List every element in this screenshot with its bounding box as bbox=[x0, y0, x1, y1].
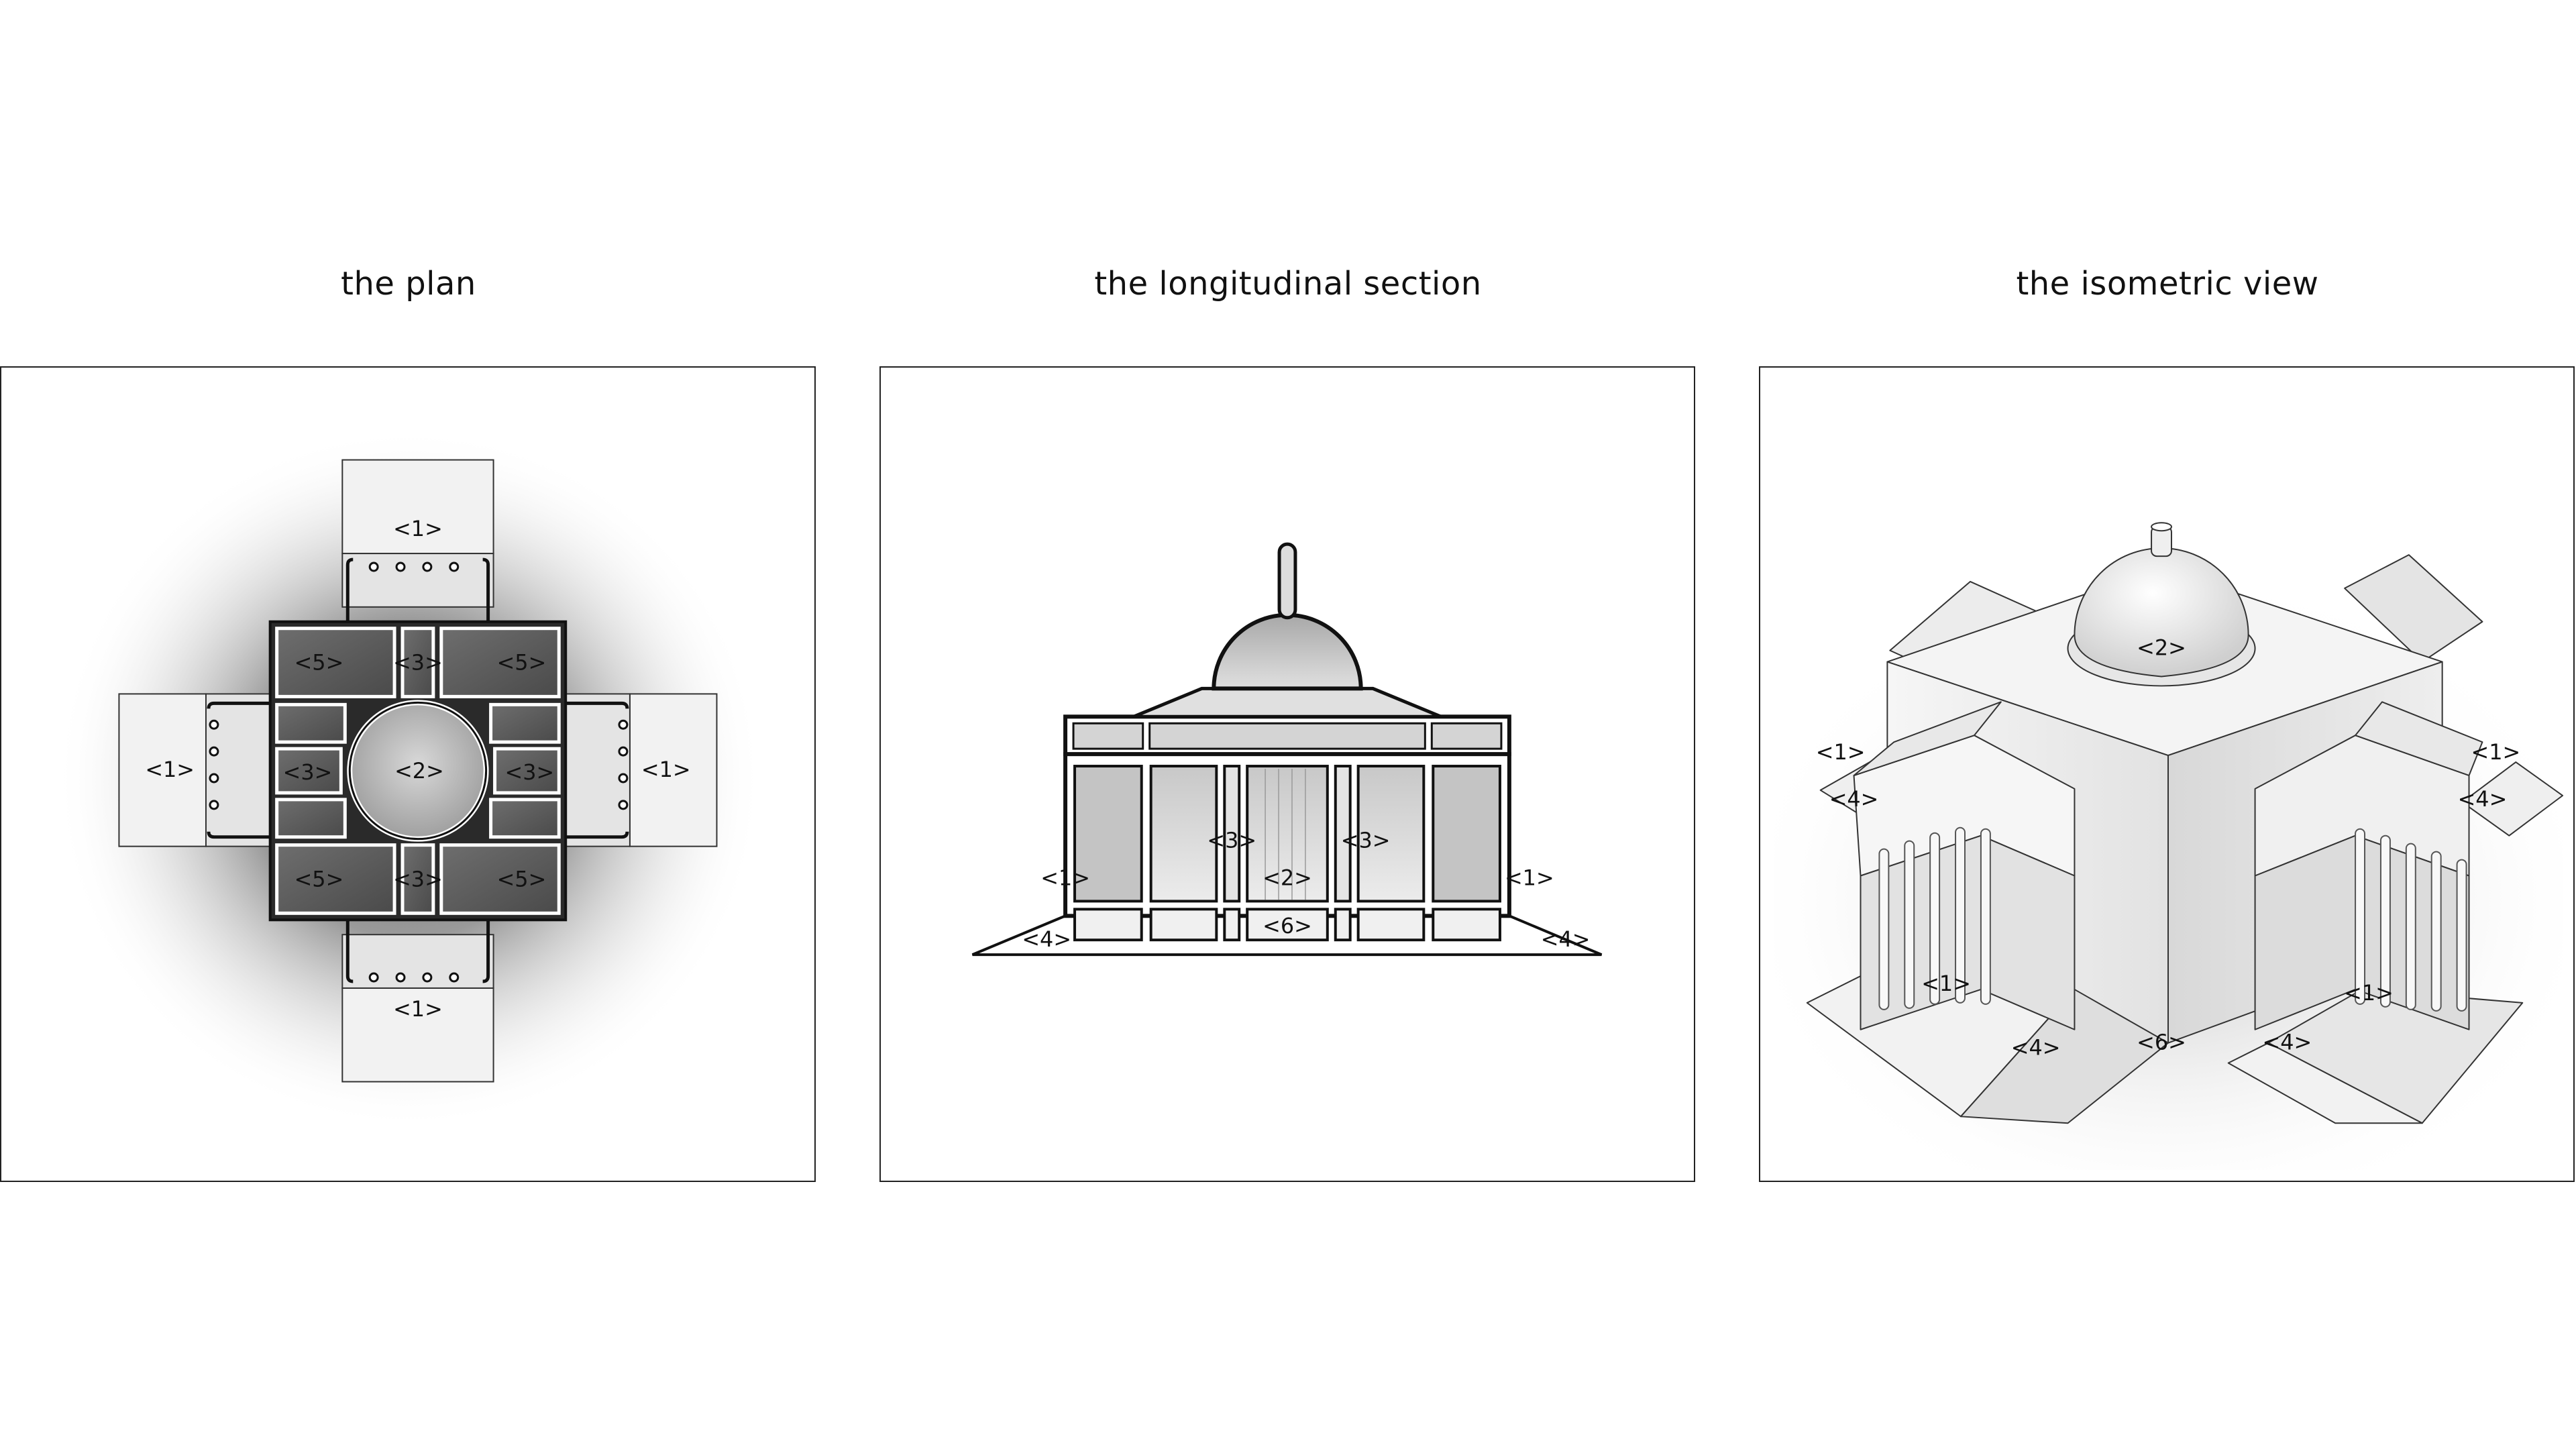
section-lantern bbox=[1277, 542, 1297, 620]
iso-label-4-front-left: <4> bbox=[2011, 1035, 2061, 1061]
iso-platform-right bbox=[2461, 761, 2564, 837]
porch-south bbox=[341, 934, 494, 1083]
iso-label-1-front-left: <1> bbox=[1921, 971, 1971, 996]
plan-drawing: <1> <1> <1> <1> <2> <3> <3> <3> <3> <5> … bbox=[54, 427, 764, 1130]
section-title: the longitudinal section bbox=[1094, 265, 1482, 303]
iso-label-4-back-right: <4> bbox=[2458, 786, 2508, 812]
section-dome bbox=[1212, 612, 1363, 691]
plan-label-1-north: <1> bbox=[393, 516, 443, 541]
section-drawing: <1> <1> <2> <3> <3> <4> <4> <6> bbox=[971, 542, 1603, 957]
iso-dome bbox=[2074, 547, 2249, 678]
plan-label-2: <2> bbox=[394, 758, 444, 784]
section-label-4-left: <4> bbox=[1022, 926, 1071, 952]
isometric-panel: <2> <1> <4> <1> <4> <1> <1> <4> <4> <6> bbox=[1759, 366, 2575, 1182]
plan-label-3-north: <3> bbox=[393, 650, 443, 676]
plan-title: the plan bbox=[341, 265, 476, 303]
section-label-4-right: <4> bbox=[1541, 926, 1591, 952]
section-label-3-left: <3> bbox=[1207, 828, 1256, 853]
plan-label-5-sw: <5> bbox=[294, 866, 344, 892]
plan-wall-stubs bbox=[207, 557, 629, 983]
section-label-3-right: <3> bbox=[1341, 828, 1391, 853]
iso-label-1-back-right: <1> bbox=[2471, 739, 2521, 765]
plan-label-5-se: <5> bbox=[497, 866, 547, 892]
section-label-1-left: <1> bbox=[1040, 865, 1090, 890]
plan-rooms bbox=[275, 627, 561, 915]
isometric-drawing: <2> <1> <4> <1> <4> <1> <1> <4> <4> <6> bbox=[1773, 522, 2564, 1171]
section-panel: <1> <1> <2> <3> <3> <4> <4> <6> bbox=[879, 366, 1695, 1182]
plan-columns bbox=[209, 561, 629, 983]
iso-label-1-front-right: <1> bbox=[2344, 980, 2394, 1006]
plan-panel: <1> <1> <1> <1> <2> <3> <3> <3> <3> <5> … bbox=[0, 366, 816, 1182]
isometric-title: the isometric view bbox=[2016, 265, 2319, 303]
plan-label-3-east: <3> bbox=[505, 759, 555, 785]
plan-label-1-south: <1> bbox=[393, 996, 443, 1022]
section-interior bbox=[1073, 765, 1501, 942]
iso-porch-back-right bbox=[2344, 554, 2483, 663]
plan-label-5-nw: <5> bbox=[294, 650, 344, 676]
iso-label-6: <6> bbox=[2137, 1030, 2186, 1055]
section-pediment bbox=[1132, 686, 1442, 718]
section-flutes bbox=[1265, 769, 1306, 900]
plan-label-1-east: <1> bbox=[641, 757, 691, 782]
plan-label-1-west: <1> bbox=[145, 757, 195, 782]
iso-label-4-back-left: <4> bbox=[1829, 786, 1879, 812]
section-label-2: <2> bbox=[1263, 865, 1312, 890]
plan-label-5-ne: <5> bbox=[497, 650, 547, 676]
plan-label-3-south: <3> bbox=[393, 866, 443, 892]
porch-east bbox=[565, 693, 718, 847]
porch-north bbox=[341, 459, 494, 608]
section-label-1-right: <1> bbox=[1505, 865, 1554, 890]
plan-label-3-west: <3> bbox=[283, 759, 333, 785]
section-label-6: <6> bbox=[1263, 913, 1312, 938]
iso-label-4-front-right: <4> bbox=[2263, 1030, 2312, 1055]
iso-columns bbox=[1878, 826, 2467, 1012]
porch-west bbox=[118, 693, 271, 847]
iso-label-2: <2> bbox=[2137, 635, 2186, 661]
iso-label-1-back-left: <1> bbox=[1816, 739, 1866, 765]
